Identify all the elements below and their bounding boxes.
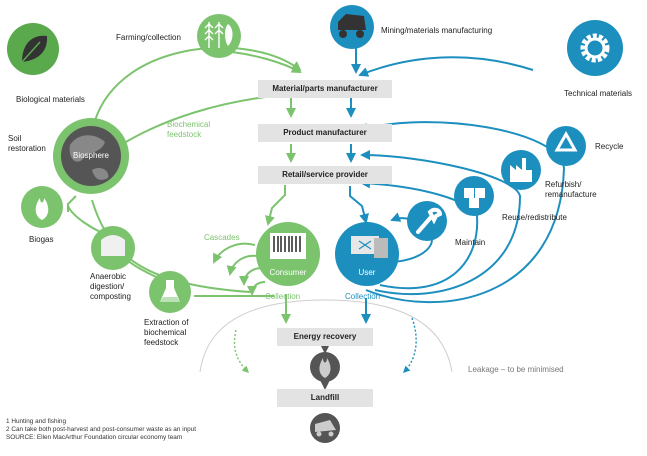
footnote-1: 1 Hunting and fishing	[6, 418, 67, 425]
wheat-fish-icon	[197, 14, 241, 58]
parts-manufacturer-box: Material/parts manufacturer	[258, 80, 392, 98]
wrench-icon	[407, 201, 447, 241]
maintain-label: Maintain	[455, 238, 486, 247]
biosphere-label: Biosphere	[72, 151, 110, 160]
barcode-icon	[256, 222, 320, 286]
mining-label: Mining/materials manufacturing	[381, 26, 493, 35]
biological-materials-label: Biological materials	[16, 95, 85, 104]
globe-icon	[53, 118, 129, 194]
biogas-label: Biogas	[29, 235, 54, 244]
landfill-box: Landfill	[277, 389, 373, 407]
energy-flame-icon	[310, 352, 340, 382]
recycle-label: Recycle	[595, 142, 624, 151]
factory-icon	[501, 150, 541, 190]
leakage-label: Leakage – to be minimised	[468, 365, 564, 374]
boxes-icon	[454, 176, 494, 216]
leaf-icon	[7, 23, 59, 75]
consumer-collection-label: Collection	[265, 292, 301, 301]
footnote-2: 2 Can take both post-harvest and post-co…	[6, 426, 197, 433]
product-manufacturer-box: Product manufacturer	[258, 124, 392, 142]
farming-label: Farming/collection	[116, 33, 181, 42]
recycle-icon	[546, 126, 586, 166]
leakage-arc	[199, 299, 453, 373]
anaerobic-label: Anaerobic digestion/ composting	[90, 272, 131, 301]
source-note: SOURCE: Ellen MacArthur Foundation circu…	[6, 434, 183, 441]
soil-restoration-label: Soil restoration	[8, 134, 46, 153]
consumer-label: Consumer	[269, 268, 307, 277]
flame-icon	[21, 186, 63, 228]
cascades-label: Cascades	[204, 233, 240, 242]
laptop-icon	[335, 222, 399, 286]
central-arrows	[286, 98, 356, 390]
bin-truck-icon	[310, 413, 340, 443]
biochemical-feedstock-label: Biochemical feedstock	[167, 120, 211, 139]
technical-materials-label: Technical materials	[564, 89, 633, 98]
retail-provider-box: Retail/service provider	[258, 166, 392, 184]
user-collection-label: Collection	[345, 292, 381, 301]
flask-icon	[149, 271, 191, 313]
extraction-label: Extraction of biochemical feedstock	[144, 318, 189, 347]
refurbish-label: Refurbish/ remanufacture	[545, 180, 597, 199]
gear-icon	[567, 20, 623, 76]
digester-icon	[91, 226, 135, 270]
reuse-label: Reuse/redistribute	[502, 213, 567, 222]
user-label: User	[358, 268, 376, 277]
mining-truck-icon	[330, 5, 374, 49]
energy-recovery-box: Energy recovery	[277, 328, 373, 346]
